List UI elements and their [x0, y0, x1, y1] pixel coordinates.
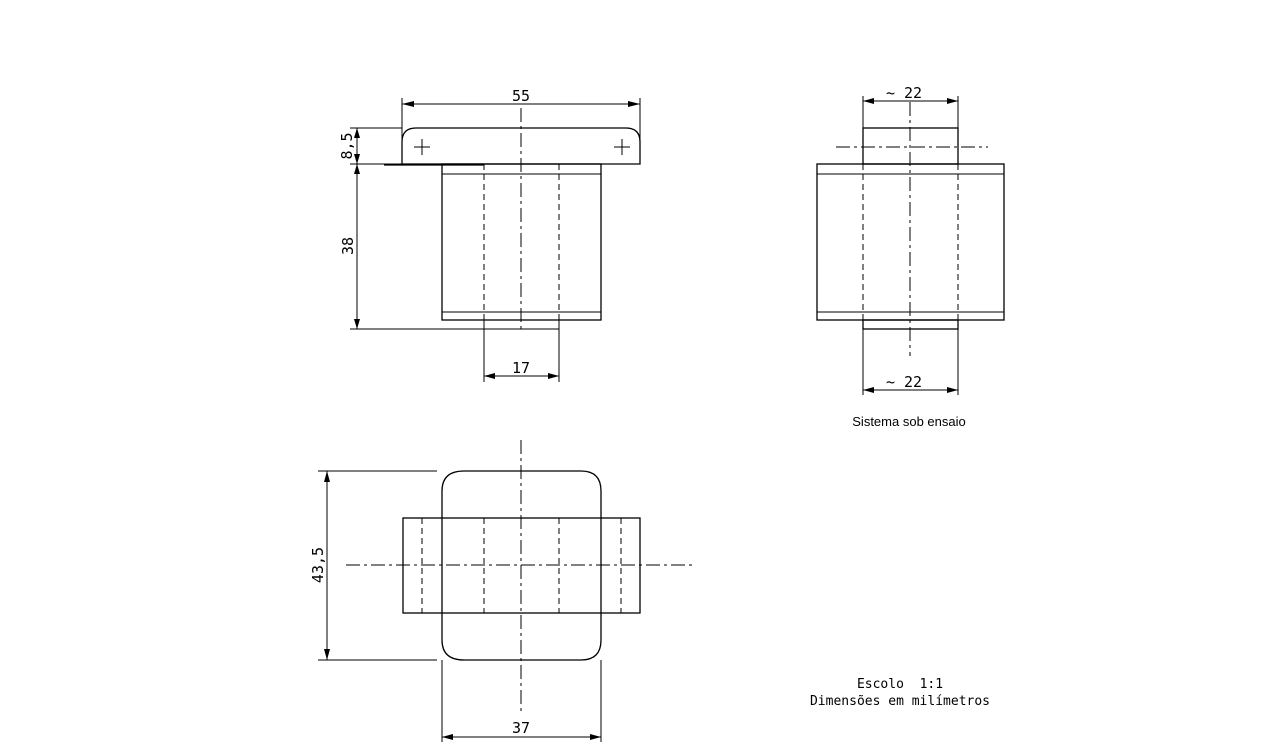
top-core-outline: [441, 470, 602, 661]
dim-side-top: ~ 22: [862, 84, 959, 128]
mounting-hole-left: [414, 139, 430, 155]
system-caption: Sistema sob ensaio: [852, 414, 965, 429]
dim-body-height: 38: [339, 164, 484, 330]
scale-note: Escolo 1:1 Dimensões em milímetros: [810, 677, 990, 709]
front-view: 55 8,5 38 17: [338, 87, 641, 382]
dim-bottom-width-label: 37: [512, 719, 530, 737]
dim-body-height-label: 38: [339, 237, 357, 255]
mounting-hole-right: [614, 139, 630, 155]
dim-top-width: 55: [401, 87, 641, 140]
units-label: Dimensões em milímetros: [810, 694, 990, 709]
scale-label: Escolo 1:1: [857, 677, 943, 692]
dim-inner-width: 17: [483, 329, 560, 382]
side-view: ~ 22 ~ 22 Sistema sob ensaio: [816, 84, 1005, 429]
dim-flange-thickness-label: 8,5: [338, 132, 356, 159]
dim-flange-thickness: 8,5: [338, 127, 402, 165]
dim-side-top-label: ~ 22: [886, 84, 922, 102]
dim-bottom-width: 37: [441, 660, 602, 742]
dim-side-bottom: ~ 22: [862, 329, 959, 395]
dim-bottom-height: 43,5: [309, 470, 437, 661]
dim-side-bottom-label: ~ 22: [886, 373, 922, 391]
dim-top-width-label: 55: [512, 87, 530, 105]
front-flange: [401, 127, 641, 165]
top-view: 43,5 37: [309, 440, 694, 742]
dim-inner-width-label: 17: [512, 359, 530, 377]
dim-bottom-height-label: 43,5: [309, 547, 327, 583]
